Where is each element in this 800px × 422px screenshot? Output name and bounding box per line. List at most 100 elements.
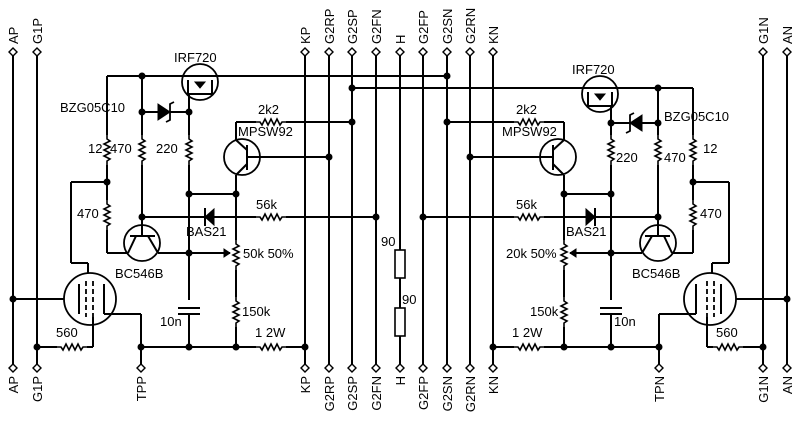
right-diode-label: BAS21 <box>566 224 606 239</box>
pin-connector-icon <box>395 47 405 57</box>
right-r470a-label: 470 <box>664 150 686 165</box>
top-pin-label-g2sn: G2SN <box>440 9 455 44</box>
bottom-pin-label-g2fn: G2FN <box>369 376 384 411</box>
heater-resistor-top <box>394 249 406 279</box>
top-pin-label-kp: KP <box>298 27 313 44</box>
pin-connector-icon <box>418 47 428 57</box>
heater-resistor-bottom <box>394 307 406 337</box>
bottom-pin-label-ap: AP <box>6 376 21 393</box>
pin-connector-icon <box>371 363 381 373</box>
left-pot-label: 50k 50% <box>243 246 294 261</box>
top-pin-label-h: H <box>393 35 408 44</box>
right-r56k-label: 56k <box>516 197 537 212</box>
heater-resistor-bottom-label: 90 <box>402 292 416 307</box>
pin-connector-icon <box>782 363 792 373</box>
right-pot-label: 20k 50% <box>506 246 557 261</box>
left-zener-icon <box>157 103 171 121</box>
pin-connector-icon <box>654 363 664 373</box>
left-npn-transistor-icon <box>123 224 161 262</box>
left-channel: 12 470 BZG05C10 470 BC546B 220 <box>9 50 380 351</box>
right-zener-icon <box>629 114 643 132</box>
left-r470a-label: 470 <box>110 141 132 156</box>
left-r470b-label: 470 <box>77 206 99 221</box>
pin-connector-icon <box>488 47 498 57</box>
pin-connectors: AP G1P KP G2RP G2SP G2FN H G2FP G2SN G2RN KN G1N AN A… <box>6 8 795 412</box>
right-r12-label: 12 <box>703 141 717 156</box>
top-pin-label-an: AN <box>780 26 795 44</box>
left-diode-icon <box>204 207 215 227</box>
right-npn-transistor-icon <box>639 224 677 262</box>
left-r220-label: 220 <box>156 141 178 156</box>
bottom-pin-label-kp: KP <box>298 376 313 393</box>
pin-connector-icon <box>442 47 452 57</box>
left-cap-label: 10n <box>160 314 182 329</box>
top-pin-label-g2fp: G2FP <box>416 10 431 44</box>
left-r560-label: 560 <box>56 325 78 340</box>
top-pin-label-g2rn: G2RN <box>463 8 478 44</box>
pin-connector-icon <box>136 363 146 373</box>
pin-connector-icon <box>418 363 428 373</box>
bottom-pin-label-g2rn: G2RN <box>463 376 478 412</box>
right-r1-label: 1 2W <box>512 325 543 340</box>
bottom-pin-label-g1p: G1P <box>30 376 45 402</box>
pin-connector-icon <box>371 47 381 57</box>
right-diode-icon <box>585 207 596 227</box>
pin-connector-icon <box>324 363 334 373</box>
pin-connector-icon <box>782 47 792 57</box>
bottom-pin-label-g2sn: G2SN <box>440 376 455 411</box>
bottom-pin-label-tpn: TPN <box>652 376 667 402</box>
bottom-pin-label-tpp: TPP <box>134 376 149 401</box>
pin-connector-icon <box>465 363 475 373</box>
top-pin-label-kn: KN <box>486 26 501 44</box>
right-cap-label: 10n <box>614 314 636 329</box>
left-r2k2-label: 2k2 <box>258 102 279 117</box>
pin-connector-icon <box>32 47 42 57</box>
right-pnp-label: MPSW92 <box>502 124 557 139</box>
pin-connector-icon <box>758 47 768 57</box>
bottom-pin-label-g1n: G1N <box>756 376 771 403</box>
left-diode-label: BAS21 <box>186 224 226 239</box>
left-r56k-label: 56k <box>256 197 277 212</box>
top-pin-label-g1n: G1N <box>756 17 771 44</box>
pin-connector-icon <box>300 363 310 373</box>
left-tube-icon <box>63 272 117 326</box>
pin-connector-icon <box>8 47 18 57</box>
top-pin-label-ap: AP <box>6 27 21 44</box>
pin-connector-icon <box>8 363 18 373</box>
right-r150k-label: 150k <box>530 304 559 319</box>
top-pin-label-g2rp: G2RP <box>322 9 337 44</box>
pin-connector-icon <box>324 47 334 57</box>
left-npn-label: BC546B <box>115 266 163 281</box>
right-npn-label: BC546B <box>632 266 680 281</box>
bottom-pin-label-g2sp: G2SP <box>345 376 360 411</box>
top-pin-label-g2sp: G2SP <box>345 9 360 44</box>
pin-connector-icon <box>488 363 498 373</box>
bus-lines <box>12 56 788 364</box>
bottom-pin-label-kn: KN <box>486 376 501 394</box>
left-r1-label: 1 2W <box>255 325 286 340</box>
pin-connector-icon <box>395 363 405 373</box>
left-mosfet-label: IRF720 <box>174 50 217 65</box>
pin-connector-icon <box>300 47 310 57</box>
left-r150k-label: 150k <box>242 304 271 319</box>
left-zener-label: BZG05C10 <box>60 100 125 115</box>
pin-connector-icon <box>347 47 357 57</box>
bottom-pin-label-an: AN <box>780 376 795 394</box>
top-pin-label-g2fn: G2FN <box>369 9 384 44</box>
right-r2k2-label: 2k2 <box>516 102 537 117</box>
top-pin-label-g1p: G1P <box>30 18 45 44</box>
left-r12-label: 12 <box>88 141 102 156</box>
junction <box>348 84 356 92</box>
left-pnp-label: MPSW92 <box>238 124 293 139</box>
right-r470b-label: 470 <box>700 206 722 221</box>
right-tube-icon <box>683 272 737 326</box>
bottom-pin-label-h: H <box>393 376 408 385</box>
pin-connector-icon <box>758 363 768 373</box>
right-zener-label: BZG05C10 <box>664 109 729 124</box>
pin-connector-icon <box>442 363 452 373</box>
right-mosfet-label: IRF720 <box>572 62 615 77</box>
right-r220-label: 220 <box>616 150 638 165</box>
pin-connector-icon <box>347 363 357 373</box>
heater-resistor-top-label: 90 <box>381 234 395 249</box>
